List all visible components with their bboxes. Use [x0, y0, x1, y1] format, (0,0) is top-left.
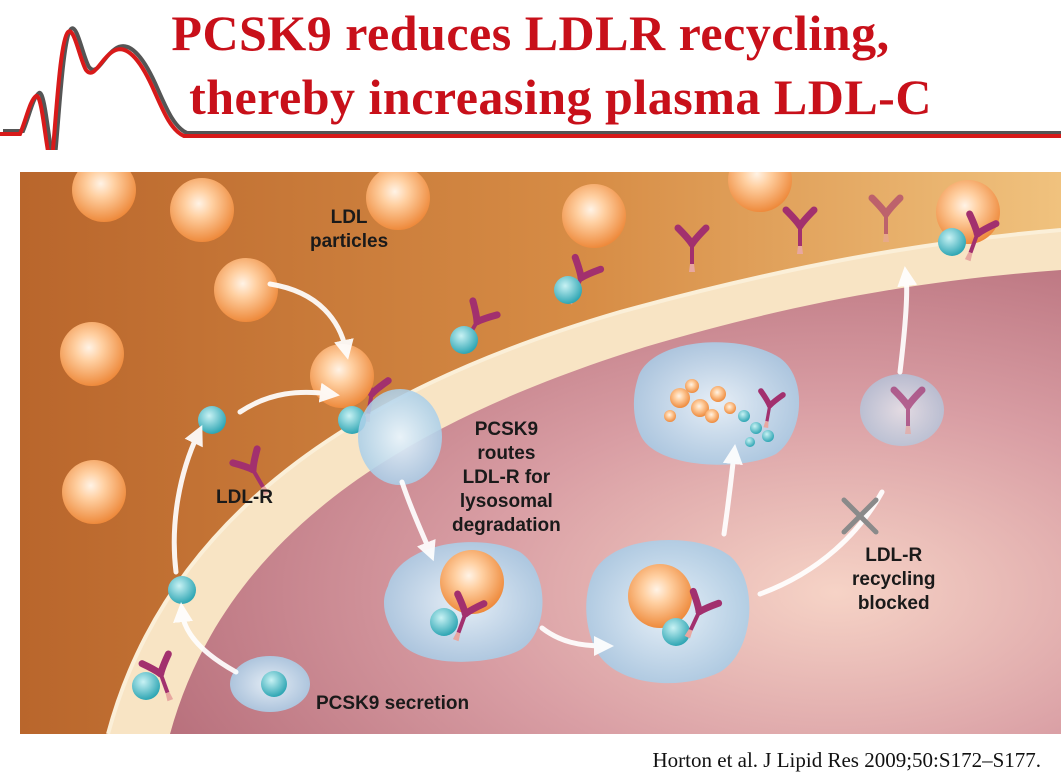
pcsk9-bound: [132, 228, 966, 700]
label-ldl-r: LDL-R: [216, 487, 273, 508]
pcsk9-pathway-diagram: LDL particles LDL-R PCSK9 routes LDL-R f…: [20, 172, 1061, 734]
slide-header: PCSK9 reduces LDLR recycling, thereby in…: [0, 0, 1061, 150]
citation: Horton et al. J Lipid Res 2009;50:S172–S…: [652, 748, 1042, 772]
pathway-illustration: [20, 172, 1061, 734]
degraded-ldl: [664, 379, 783, 447]
cell-membrane: [108, 230, 1061, 734]
cytoplasm: [160, 262, 1061, 734]
slide-title-line-2: thereby increasing plasma LDL-C: [189, 69, 932, 125]
blocked-x-icon: [841, 497, 879, 535]
label-recycling-blocked: LDL-R recycling blocked: [852, 545, 936, 614]
label-ldl-particles: LDL particles: [310, 207, 389, 252]
slide-title-line-1: PCSK9 reduces LDLR recycling,: [171, 5, 890, 61]
pcsk9-free: [198, 406, 226, 434]
label-pcsk9-routes: PCSK9 routes LDL-R for lysosomal degrada…: [452, 419, 561, 536]
ecg-wave-icon: [0, 26, 1061, 150]
label-pcsk9-secretion: PCSK9 secretion: [316, 693, 470, 714]
